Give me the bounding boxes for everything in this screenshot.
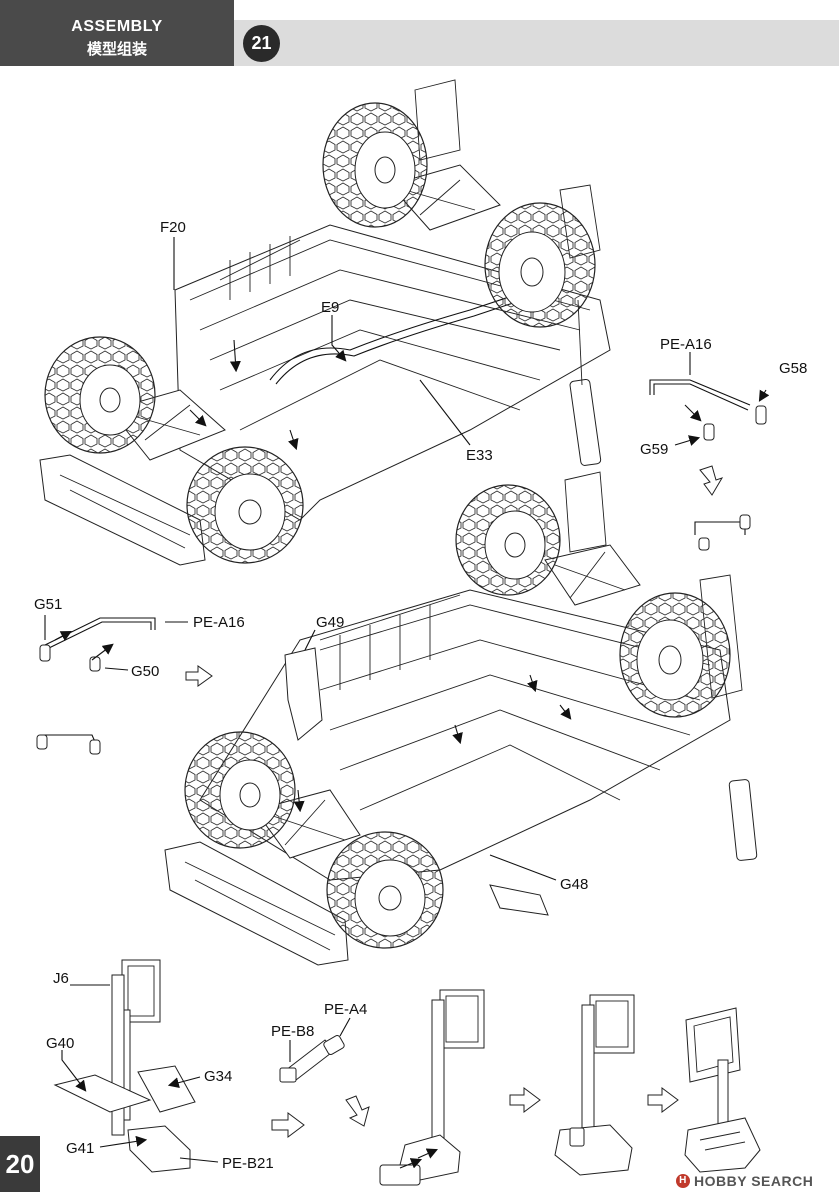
label-pe-b21: PE-B21 xyxy=(222,1155,274,1172)
bottom-assembly-step-2 xyxy=(379,989,541,1186)
label-g59: G59 xyxy=(640,441,668,458)
label-pe-a16-top: PE-A16 xyxy=(660,336,712,353)
middle-wheel-front-right xyxy=(326,831,444,949)
hobby-search-logo-icon: H xyxy=(676,1174,690,1188)
watermark-text: HOBBY SEARCH xyxy=(694,1173,814,1189)
label-g51: G51 xyxy=(34,596,62,613)
middle-chassis xyxy=(164,471,758,966)
label-e33: E33 xyxy=(466,447,493,464)
header-title: ASSEMBLY xyxy=(71,18,163,35)
watermark: H HOBBY SEARCH xyxy=(676,1170,813,1192)
label-g49: G49 xyxy=(316,614,344,631)
label-g40: G40 xyxy=(46,1035,74,1052)
top-right-subassembly xyxy=(649,352,770,551)
header-subtitle: 模型组装 xyxy=(86,41,147,58)
label-pe-a4: PE-A4 xyxy=(324,1001,367,1018)
part-labels: F20 E9 E33 PE-A16 G58 G59 G51 PE-A16 G50… xyxy=(34,219,807,1172)
middle-wheel-rear-left xyxy=(455,484,561,596)
middle-wheel-rear-right xyxy=(619,592,731,718)
label-e9: E9 xyxy=(321,299,339,316)
label-g48: G48 xyxy=(560,876,588,893)
label-pe-a16-left: PE-A16 xyxy=(193,614,245,631)
bottom-assembly-step-4 xyxy=(684,1007,761,1173)
label-g41: G41 xyxy=(66,1140,94,1157)
label-g58: G58 xyxy=(779,360,807,377)
label-pe-b8: PE-B8 xyxy=(271,1023,314,1040)
label-g50: G50 xyxy=(131,663,159,680)
label-j6: J6 xyxy=(53,970,69,987)
top-wheel-rear-right xyxy=(484,202,596,328)
left-subassembly xyxy=(36,615,213,755)
label-g34: G34 xyxy=(204,1068,232,1085)
top-wheel-front-left xyxy=(44,336,156,454)
middle-callouts xyxy=(293,629,572,881)
top-wheel-rear-left xyxy=(322,102,428,228)
step-number-badge: 21 xyxy=(243,25,280,62)
bottom-pe-parts xyxy=(271,1017,370,1138)
bottom-assembly-step-1 xyxy=(53,959,219,1173)
page-number: 20 xyxy=(0,1136,40,1192)
header-bar: ASSEMBLY 模型组装 21 xyxy=(0,0,839,66)
header-light-band xyxy=(234,20,839,66)
label-f20: F20 xyxy=(160,219,186,236)
top-wheel-front-right xyxy=(186,446,304,564)
top-callouts xyxy=(173,237,471,451)
bottom-assembly-step-3 xyxy=(554,994,679,1176)
middle-wheel-front-left xyxy=(184,731,296,849)
header-title-block: ASSEMBLY 模型组装 xyxy=(0,0,234,66)
